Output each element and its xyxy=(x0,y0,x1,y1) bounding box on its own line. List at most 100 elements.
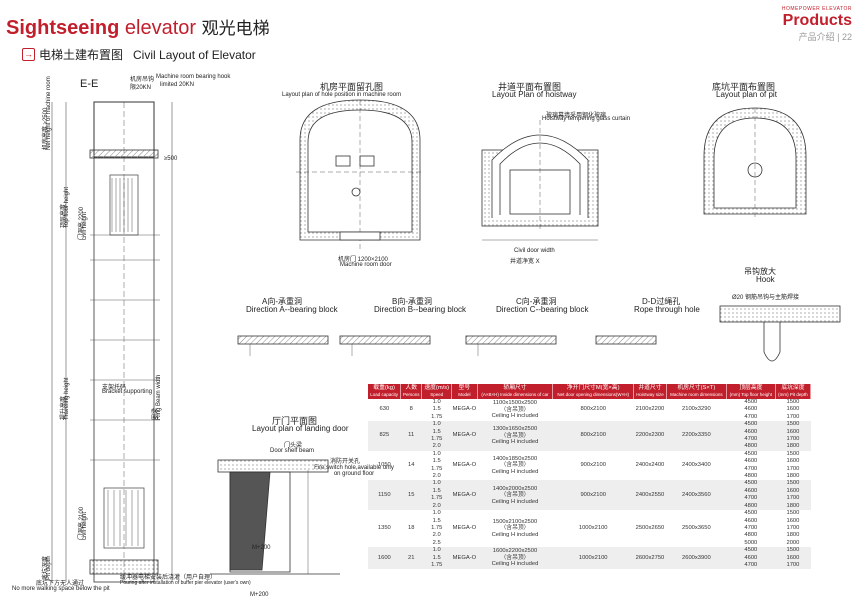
spec-pit-depth: 1800 xyxy=(775,502,811,511)
plan-1-glass-en: Hoistway tempering glass curtain xyxy=(542,116,631,122)
spec-hoistway: 2500x2650 xyxy=(635,524,665,531)
spec-header-8: 顶层高度(mm) Top floor height xyxy=(726,384,776,399)
spec-speed: 2.5 xyxy=(432,539,441,546)
spec-speed: 1.0 xyxy=(432,450,441,457)
plan-2-en: Layout plan of pit xyxy=(716,90,777,99)
spec-model: MEGA-O xyxy=(451,547,478,570)
spec-header-en: Machine room dimensions xyxy=(670,391,723,397)
spec-top-floor: 4500 xyxy=(726,480,776,488)
title-light: elevator xyxy=(124,17,197,39)
spec-pit-depth: 1700 xyxy=(786,413,800,420)
plan-1-cn: 井道平面布置图 xyxy=(498,82,562,92)
spec-top-floor: 4500 xyxy=(744,399,758,405)
spec-car-note: （含吊顶） xyxy=(500,406,530,413)
spec-pit-depth: 1600 xyxy=(775,428,811,437)
spec-top-floor: 4700 xyxy=(744,465,758,472)
spec-car-note-en: Ceiling H included xyxy=(491,531,539,538)
spec-pit-depth: 1800 xyxy=(786,473,800,480)
spec-top-floor: 4700 xyxy=(726,436,776,444)
landing-width: M+200 xyxy=(250,592,269,598)
spec-speed: 1.5 xyxy=(432,517,441,524)
spec-car-dims: 1300x1650x2500 xyxy=(492,426,538,433)
ee-limit-en: limited 20KN xyxy=(160,82,195,88)
hook-en: Hook xyxy=(756,275,775,284)
spec-top-floor: 4800 xyxy=(726,443,776,451)
spec-load: 1600 xyxy=(368,547,401,570)
spec-speed: 1.5 xyxy=(421,428,452,437)
spec-speed: 1.5 xyxy=(432,406,441,413)
spec-persons: 21 xyxy=(400,547,422,570)
spec-top-floor: 4500 xyxy=(744,450,758,457)
spec-top-floor: 4600 xyxy=(744,458,758,465)
ee-vlabel-1: Net height of machine room xyxy=(46,76,52,150)
ee-bottom-note-cn: 底坑下方无人通过 xyxy=(36,581,85,587)
ee-hook-en: Machine room bearing hook xyxy=(156,74,231,80)
spec-top-floor: 4600 xyxy=(744,406,758,413)
spec-speed: 2.0 xyxy=(432,532,441,539)
ee-vlabel-3: Top floor height xyxy=(64,186,70,228)
spec-header-5: 净开门尺寸M(宽×高)Net door opening dimensions(W… xyxy=(552,384,634,399)
spec-door: 1000x2100 xyxy=(552,547,634,570)
spec-car-dims: 1600x2200x2500 xyxy=(492,548,538,555)
spec-top-floor: 5000 xyxy=(744,539,758,546)
spec-load: 1150 xyxy=(368,480,401,511)
spec-model: MEGA-O xyxy=(451,421,478,451)
ee-buffer-cn: 缓冲器电梯安装后浇灌（用户自理） xyxy=(120,575,217,581)
spec-car-note-en: Ceiling H included xyxy=(491,439,539,446)
spec-header-0: 载重(kg)Load capacity xyxy=(368,384,402,399)
spec-header-en: Load capacity xyxy=(370,391,398,397)
hook-note: Ø20 钢筋吊钩与主筋焊接 xyxy=(732,295,800,301)
dir-c-cn: C向-承重洞 xyxy=(516,297,557,306)
spec-header-en: Model xyxy=(458,391,471,397)
ee-section-label: E-E xyxy=(80,78,99,90)
spec-model: MEGA-O xyxy=(452,406,477,413)
brand-tiny: HOMEPOWER ELEVATOR xyxy=(781,6,852,12)
spec-speed: 1.75 xyxy=(421,495,452,503)
spec-header-en: (mm) Top floor height xyxy=(729,391,773,397)
spec-door: 900x2100 xyxy=(552,480,634,511)
spec-pit-depth: 1500 xyxy=(786,510,800,517)
spec-car-note: （含吊顶） xyxy=(500,492,530,499)
spec-header-en: Hoistway size xyxy=(636,391,664,397)
spec-pit-depth: 1500 xyxy=(775,547,811,555)
spec-load: 630 xyxy=(379,406,390,413)
spec-persons: 15 xyxy=(400,480,422,511)
spec-pit-depth: 1600 xyxy=(786,458,800,465)
page-number: 产品介绍 | 22 xyxy=(798,32,852,42)
spec-pit-depth: 1700 xyxy=(786,524,800,531)
spec-speed: 2.0 xyxy=(421,443,452,451)
spec-top-floor: 4800 xyxy=(744,532,758,539)
spec-car-dims: 1400x1850x2500 xyxy=(492,455,538,462)
subtitle-en: Civil Layout of Elevator xyxy=(133,47,256,62)
hook-cn: 吊钩放大 xyxy=(744,267,776,276)
spec-pit-depth: 1600 xyxy=(786,517,800,524)
spec-header-cn: 型号 xyxy=(458,385,471,391)
dir-d-cn: D-D过绳孔 xyxy=(642,297,681,306)
spec-car-note-en: Ceiling H included xyxy=(491,413,539,420)
spec-persons: 14 xyxy=(407,461,415,468)
spec-load: 1350 xyxy=(377,524,391,531)
plan-1-en: Layout Plan of hoistway xyxy=(492,90,577,99)
dir-d-en: Rope through hole xyxy=(634,305,700,314)
spec-pit-depth: 1500 xyxy=(775,421,811,429)
products-badge: HOMEPOWER ELEVATOR Products 产品介绍 | 22 xyxy=(782,6,852,43)
landing-beam-en: Door shelf beam xyxy=(270,448,315,454)
spec-header-en: Net door opening dimensions(W×H) xyxy=(557,391,630,397)
spec-speed: 1.75 xyxy=(431,524,443,531)
spec-machine-room: 2200x3350 xyxy=(666,421,727,451)
spec-model: MEGA-O xyxy=(452,524,477,531)
spec-top-floor: 4800 xyxy=(744,473,758,480)
ee-vlabel-5: civil height xyxy=(82,211,88,240)
spec-car-note-en: Ceiling H included xyxy=(491,468,539,475)
